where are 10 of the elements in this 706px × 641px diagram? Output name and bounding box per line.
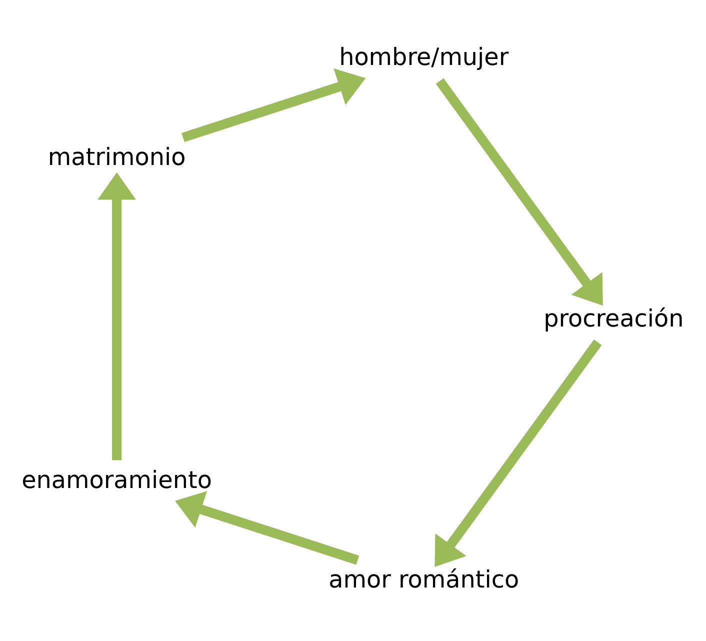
arrow (434, 340, 602, 567)
node-text: matrimonio (48, 143, 186, 172)
node-text: procreación (544, 304, 684, 332)
arrow (182, 68, 366, 142)
node-text: enamoramiento (22, 466, 212, 494)
node-text: hombre/mujer (339, 43, 509, 72)
node-text: amor romántico (328, 566, 520, 594)
arrow (98, 172, 136, 460)
arrow (175, 491, 360, 565)
arrow (436, 78, 603, 306)
